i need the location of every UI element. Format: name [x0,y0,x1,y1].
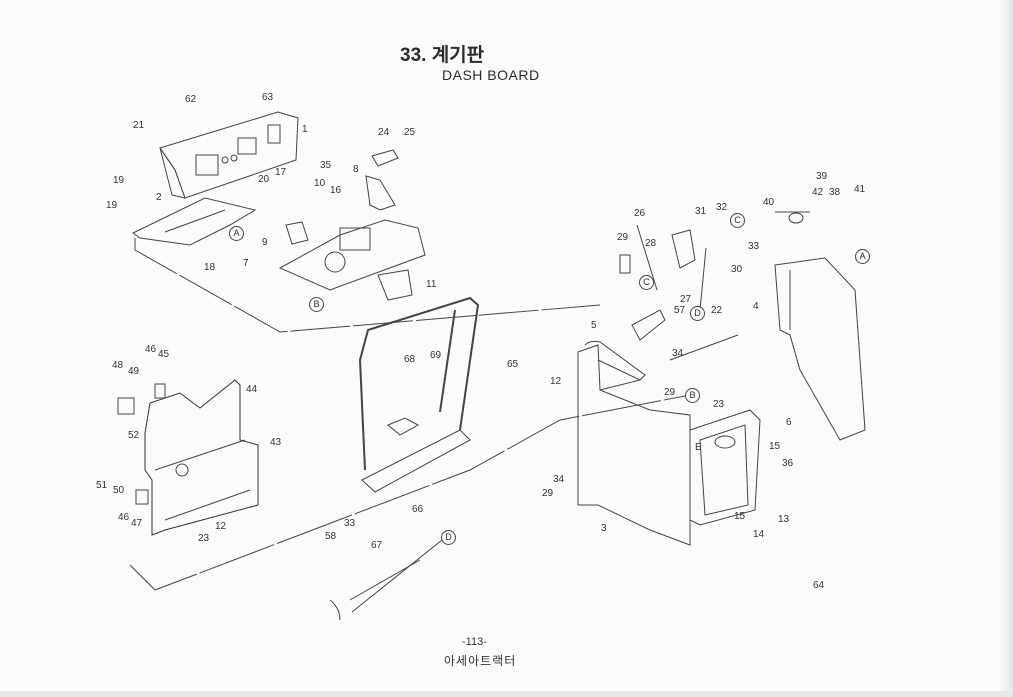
part-callout: 67 [371,540,383,551]
reference-circle: C [730,213,745,228]
part-callout: 12 [550,376,562,387]
part-callout: 31 [695,206,707,217]
page-number: -113- [462,636,487,648]
part-callout: 2 [156,192,162,203]
publisher-name: 아세아트랙터 [444,654,517,668]
part-callout: 19 [113,175,125,186]
part-callout: 52 [128,430,140,441]
part-callout: 21 [133,120,145,131]
part-callout: 25 [404,127,416,138]
part-callout: 38 [829,187,841,198]
instrument-plate-part [689,409,761,526]
part-callout: 34 [672,348,684,359]
part-callout: 19 [106,200,118,211]
part-callout: 36 [782,458,794,469]
part-callout: 39 [816,171,828,182]
part-callout: 57 [674,305,686,316]
part-callout: 58 [325,531,337,542]
part-callout: 33 [344,518,356,529]
part-callout: 44 [246,384,258,395]
part-callout: 29 [664,387,676,398]
reference-circle: B [309,297,324,312]
part-callout: 49 [128,366,140,377]
part-callout: 35 [320,160,332,171]
reference-circle: C [639,275,654,290]
part-callout: 29 [542,488,554,499]
reference-circle: B [685,388,700,403]
part-callout: 43 [270,437,282,448]
part-callout: 29 [617,232,629,243]
lever-assembly-part [329,211,810,621]
part-callout: 15 [769,441,781,452]
part-callout: 45 [158,349,170,360]
side-panel-part [117,379,259,536]
page-title: 33. 계기판 [400,45,485,66]
part-callout: 51 [96,480,108,491]
console-cover-part [278,149,426,301]
cover-frame-part [358,296,480,493]
part-callout: 27 [680,294,692,305]
part-callout: 46 [118,512,130,523]
part-callout: 17 [275,167,287,178]
part-callout: 50 [113,485,125,496]
part-callout: 40 [763,197,775,208]
part-callout: 64 [813,580,825,591]
part-callout: 34 [553,474,565,485]
page-edge-shadow [999,0,1013,697]
reference-circle: A [229,226,244,241]
right-side-panel-part [774,257,866,441]
page-subtitle: DASH BOARD [442,67,540,83]
part-callout: 24 [378,127,390,138]
part-callout: 68 [404,354,416,365]
part-callout: 6 [786,417,792,428]
part-callout: E [695,442,702,453]
part-callout: 18 [204,262,216,273]
part-callout: 22 [711,305,723,316]
part-callout: 33 [748,241,760,252]
instrument-panel-part [159,111,299,199]
part-callout: 12 [215,521,227,532]
part-callout: 16 [330,185,342,196]
part-callout: 13 [778,514,790,525]
part-callout: 26 [634,208,646,219]
part-callout: 9 [262,237,268,248]
part-callout: 5 [591,320,597,331]
part-callout: 47 [131,518,143,529]
page-bottom-edge [0,691,1013,697]
panel-bracket-part [132,197,257,246]
part-callout: 23 [198,533,210,544]
part-callout: 11 [426,279,437,290]
part-callout: 4 [753,301,759,312]
part-callout: 41 [854,184,866,195]
front-cover-part [577,340,691,546]
part-callout: 23 [713,399,725,410]
part-callout: 20 [258,174,270,185]
part-callout: 30 [731,264,743,275]
part-callout: 48 [112,360,124,371]
part-callout: 15 [734,511,746,522]
part-callout: 3 [601,523,607,534]
part-callout: 65 [507,359,519,370]
part-callout: 63 [262,92,274,103]
part-callout: 46 [145,344,157,355]
part-callout: 69 [430,350,442,361]
part-callout: 7 [243,258,249,269]
part-callout: 8 [353,164,359,175]
reference-circle: D [690,306,705,321]
part-callout: 10 [314,178,326,189]
part-callout: 32 [716,202,728,213]
reference-circle: D [441,530,456,545]
part-callout: 66 [412,504,424,515]
part-callout: 1 [302,124,308,135]
reference-circle: A [855,249,870,264]
part-callout: 28 [645,238,657,249]
part-callout: 62 [185,94,197,105]
part-callout: 42 [812,187,824,198]
part-callout: 14 [753,529,765,540]
